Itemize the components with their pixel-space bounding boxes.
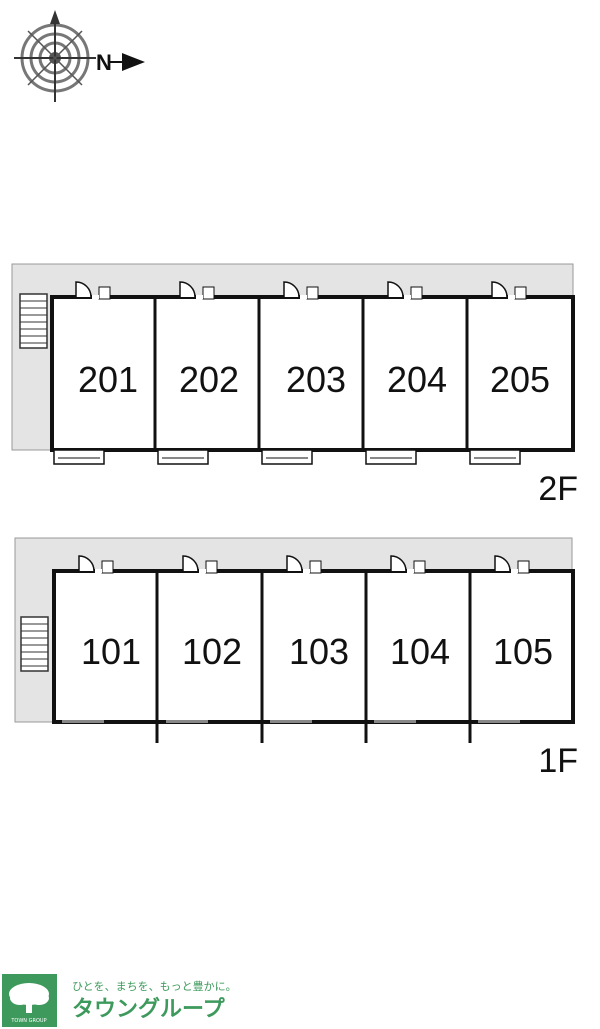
balcony-icon: [53, 449, 105, 465]
door-icon: [179, 281, 215, 300]
door-icon: [75, 281, 111, 300]
balcony-icon: [365, 449, 417, 465]
rooms-block-1f: [52, 569, 575, 724]
room-label: 202: [179, 359, 239, 400]
floor-1f: 101 102 103 104 105 1F: [14, 537, 578, 780]
town-group-logo: TOWN GROUP ひとを、まちを、もっと豊かに。 タウングループ: [2, 974, 237, 1027]
door-icon: [182, 555, 218, 574]
logo-small-text: TOWN GROUP: [10, 1018, 46, 1024]
stairs-2f: [19, 293, 48, 349]
compass-icon: N: [14, 10, 145, 102]
logo-name: タウングループ: [72, 996, 226, 1022]
room-label: 105: [493, 631, 553, 672]
floor-2f: 201 202 203 204 205 2F: [11, 263, 578, 508]
room-label: 103: [289, 631, 349, 672]
room-label: 201: [78, 359, 138, 400]
balcony-icon: [469, 449, 521, 465]
balcony-icon: [261, 449, 313, 465]
door-icon: [286, 555, 322, 574]
stairs-1f: [20, 616, 49, 672]
floor-label: 2F: [538, 470, 578, 508]
balcony-icon: [157, 449, 209, 465]
room-label: 102: [182, 631, 242, 672]
door-icon: [491, 281, 527, 300]
logo-tagline: ひとを、まちを、もっと豊かに。: [72, 980, 237, 993]
room-label: 205: [490, 359, 550, 400]
floor-label: 1F: [538, 742, 578, 780]
door-icon: [390, 555, 426, 574]
room-label: 203: [286, 359, 346, 400]
room-label: 101: [81, 631, 141, 672]
door-icon: [387, 281, 423, 300]
door-icon: [494, 555, 530, 574]
compass-north-letter: N: [96, 50, 112, 75]
room-label: 104: [390, 631, 450, 672]
door-icon: [78, 555, 114, 574]
door-icon: [283, 281, 319, 300]
room-label: 204: [387, 359, 447, 400]
